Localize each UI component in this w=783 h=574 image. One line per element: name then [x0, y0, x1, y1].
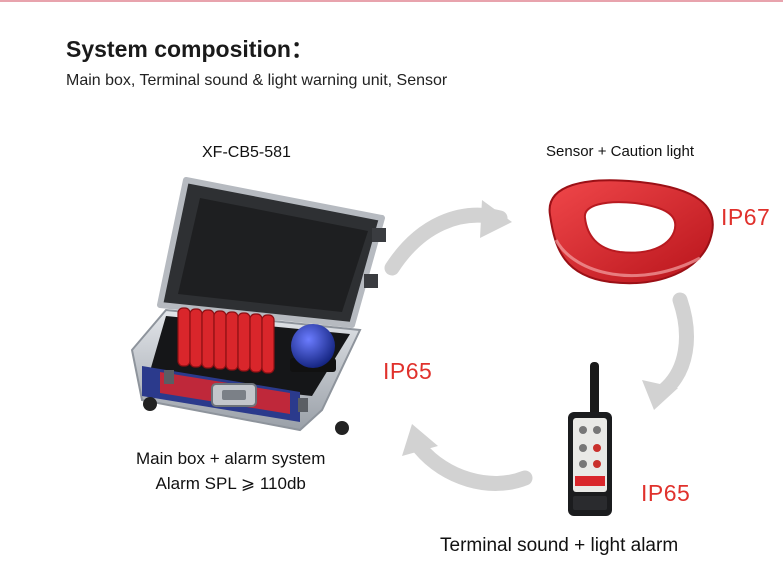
beacon-light-icon [290, 324, 336, 372]
main-box-caption: Main box + alarm system Alarm SPL ⩾ 110d… [136, 446, 325, 496]
flow-arrow-icon [384, 200, 512, 276]
main-box-caption-line2: Alarm SPL ⩾ 110db [155, 474, 306, 493]
sensor-image [548, 179, 714, 285]
main-box-ip-rating: IP65 [383, 358, 433, 384]
antenna-icon [590, 362, 599, 420]
top-divider [0, 0, 783, 2]
page-subtitle: Main box, Terminal sound & light warning… [66, 72, 448, 89]
flow-arrow-icon [402, 424, 533, 491]
main-box-caption-line1: Main box + alarm system [136, 449, 326, 468]
main-box-image [130, 177, 386, 435]
main-box-model: XF-CB5-581 [202, 144, 291, 161]
page-title: System composition： [66, 36, 314, 62]
flow-arrow-icon [642, 292, 694, 410]
sensor-ip-rating: IP67 [721, 204, 771, 230]
sensor-caption: Sensor + Caution light [546, 143, 695, 160]
terminal-device-image [568, 362, 612, 516]
terminal-ip-rating: IP65 [641, 480, 691, 506]
terminal-caption: Terminal sound + light alarm [440, 535, 679, 556]
